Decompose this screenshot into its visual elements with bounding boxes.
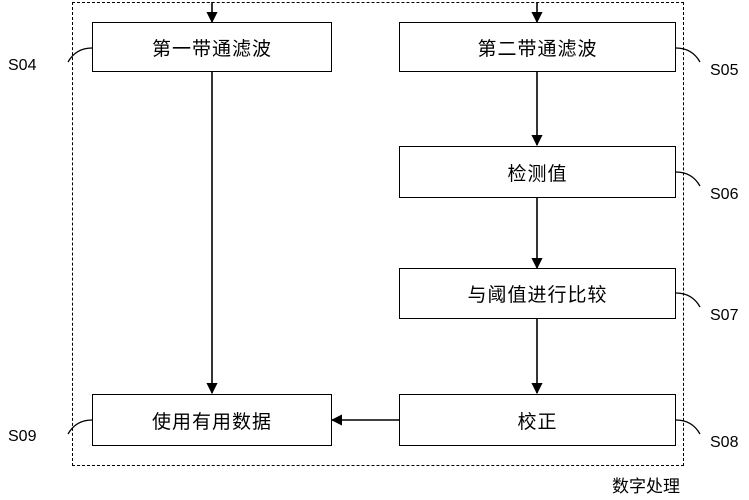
node-s09-label: 使用有用数据 (151, 411, 272, 433)
tag-s07: S07 (710, 307, 739, 324)
tag-s08: S08 (710, 434, 739, 451)
node-s06-label: 检测值 (507, 163, 568, 185)
node-s09[interactable]: 使用有用数据 (92, 394, 332, 446)
node-s08[interactable]: 校正 (399, 394, 676, 446)
node-s08-label: 校正 (517, 411, 558, 433)
tag-s05: S05 (710, 62, 739, 79)
tag-s09: S09 (8, 428, 37, 445)
node-s05[interactable]: 第二带通滤波 (399, 22, 676, 72)
node-s05-label: 第二带通滤波 (477, 38, 598, 60)
node-s07[interactable]: 与阈值进行比较 (399, 268, 676, 319)
tag-s06: S06 (710, 186, 739, 203)
node-s07-label: 与阈值进行比较 (467, 285, 608, 306)
tag-s04: S04 (8, 57, 37, 74)
node-s04[interactable]: 第一带通滤波 (92, 22, 332, 72)
node-s06[interactable]: 检测值 (399, 146, 676, 198)
digital-processing-region (72, 2, 684, 466)
region-caption: 数字处理 (612, 477, 680, 496)
node-s04-label: 第一带通滤波 (151, 38, 272, 60)
